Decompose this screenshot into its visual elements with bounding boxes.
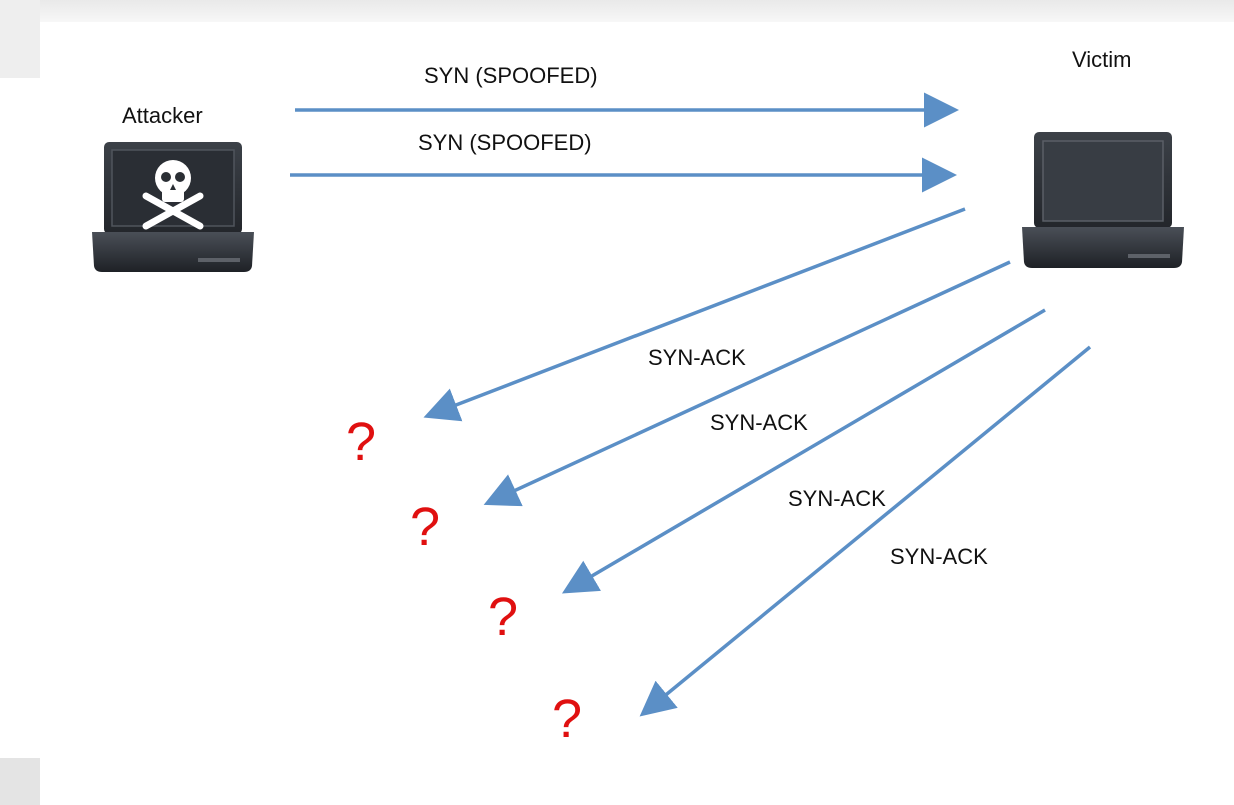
synack-label-4: SYN-ACK xyxy=(890,544,988,569)
syn-label-2: SYN (SPOOFED) xyxy=(418,130,592,155)
victim-laptop-icon xyxy=(1022,132,1184,268)
top-background-strip xyxy=(0,0,1234,22)
synack-arrow-4 xyxy=(639,345,1092,717)
victim-label: Victim xyxy=(1072,47,1132,72)
unknown-recipient-2: ? xyxy=(410,497,441,557)
top-left-background-block xyxy=(0,0,40,78)
synack-arrow-1 xyxy=(423,207,966,422)
bottom-left-background-block xyxy=(0,758,40,805)
unknown-recipient-3: ? xyxy=(488,587,519,647)
attacker-label: Attacker xyxy=(122,103,203,128)
unknown-recipient-4: ? xyxy=(552,689,583,749)
synack-arrow-2 xyxy=(483,260,1011,507)
skull-crossbones-icon xyxy=(142,160,204,230)
synack-label-3: SYN-ACK xyxy=(788,486,886,511)
attacker-laptop-icon xyxy=(92,142,254,272)
synack-label-2: SYN-ACK xyxy=(710,410,808,435)
unknown-recipient-1: ? xyxy=(346,412,377,472)
synack-label-1: SYN-ACK xyxy=(648,345,746,370)
syn-label-1: SYN (SPOOFED) xyxy=(424,63,598,88)
synack-arrow-3 xyxy=(561,308,1046,594)
